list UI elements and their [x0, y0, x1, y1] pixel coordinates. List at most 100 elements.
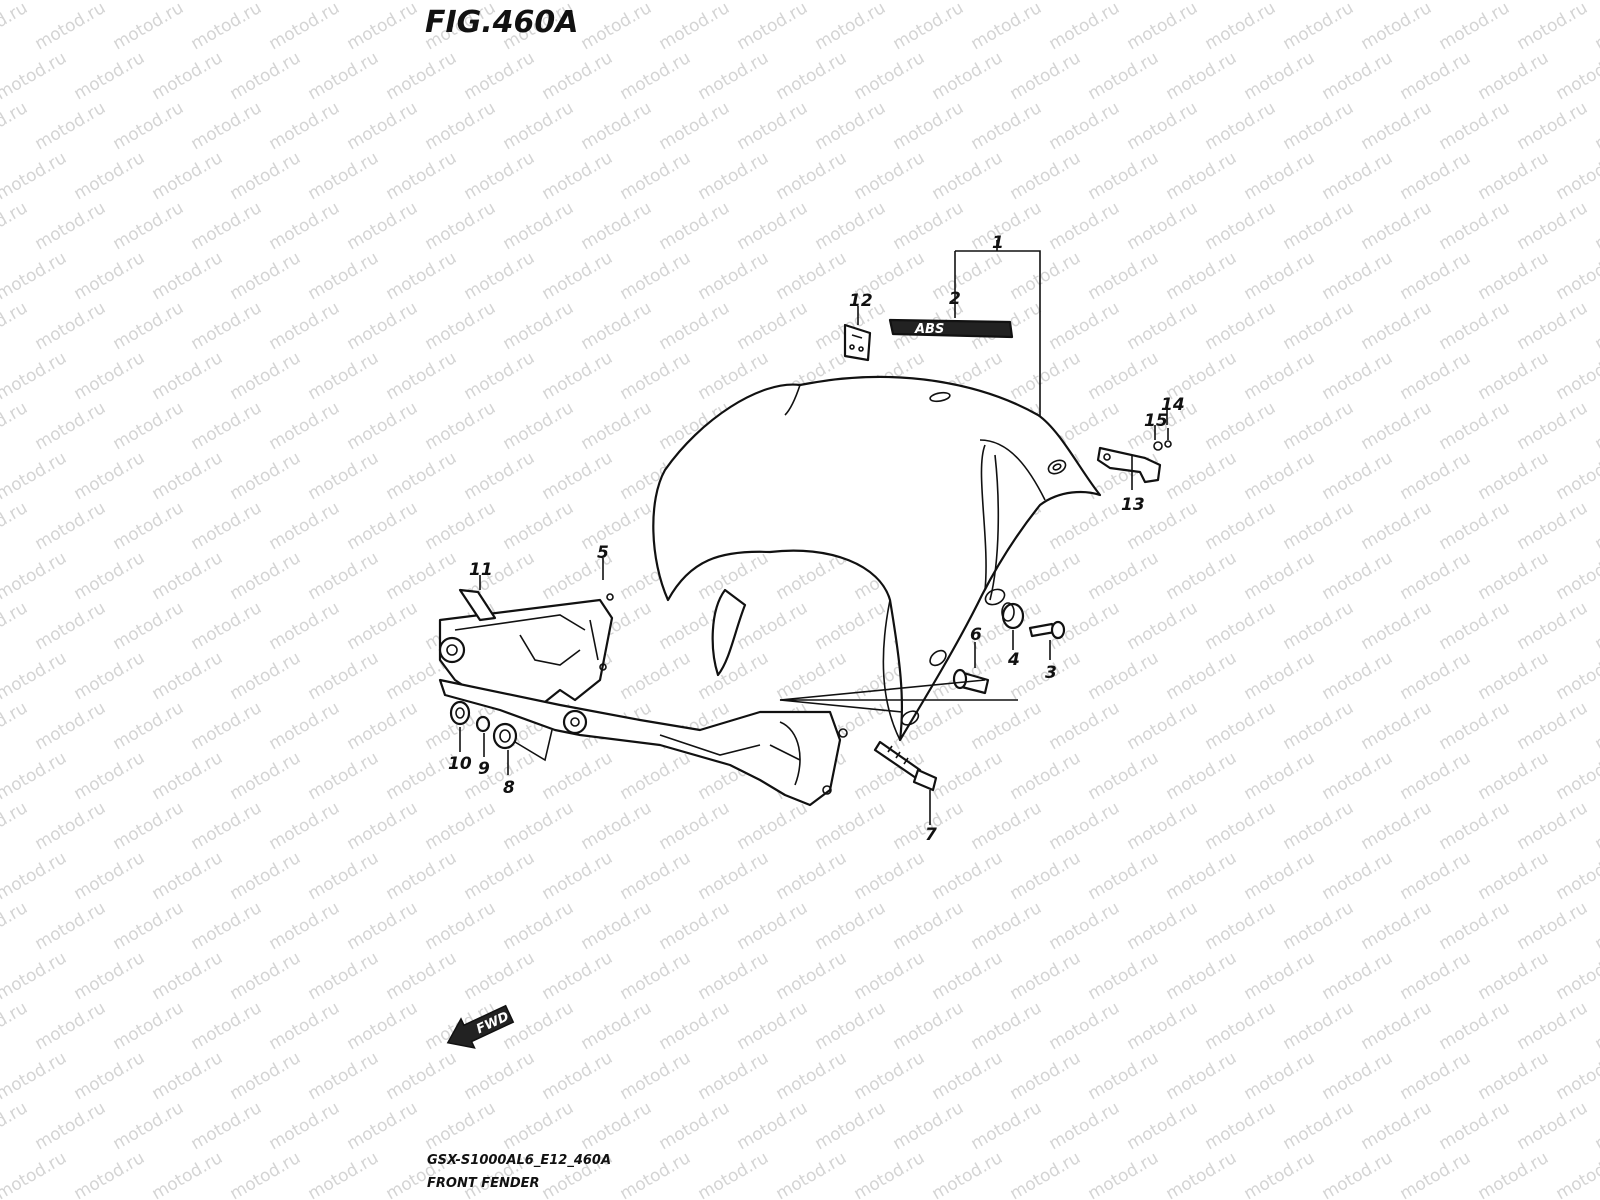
watermark-text: motod.ru: [812, 0, 890, 54]
watermark-text: motod.ru: [851, 1148, 929, 1200]
watermark-text: motod.ru: [734, 198, 812, 254]
callout-6: 6: [970, 625, 982, 645]
watermark-text: motod.ru: [773, 948, 851, 1004]
watermark-text: motod.ru: [1553, 1048, 1600, 1104]
watermark-text: motod.ru: [1436, 98, 1514, 154]
watermark-text: motod.ru: [1514, 298, 1592, 354]
watermark-text: motod.ru: [32, 1098, 110, 1154]
watermark-text: motod.ru: [1592, 1098, 1600, 1154]
watermark-text: motod.ru: [110, 598, 188, 654]
watermark-text: motod.ru: [500, 998, 578, 1054]
watermark-text: motod.ru: [0, 898, 31, 954]
watermark-text: motod.ru: [383, 48, 461, 104]
watermark-text: motod.ru: [1358, 598, 1436, 654]
watermark-text: motod.ru: [1007, 248, 1085, 304]
watermark-text: motod.ru: [71, 48, 149, 104]
watermark-text: motod.ru: [149, 1048, 227, 1104]
watermark-text: motod.ru: [1436, 898, 1514, 954]
watermark-text: motod.ru: [344, 498, 422, 554]
watermark-text: motod.ru: [1280, 198, 1358, 254]
watermark-text: motod.ru: [617, 48, 695, 104]
watermark-text: motod.ru: [1397, 348, 1475, 404]
watermark-text: motod.ru: [383, 448, 461, 504]
watermark-text: motod.ru: [0, 48, 70, 104]
watermark-text: motod.ru: [1475, 848, 1553, 904]
watermark-text: motod.ru: [149, 0, 227, 4]
watermark-text: motod.ru: [1514, 798, 1592, 854]
watermark-text: motod.ru: [227, 0, 305, 4]
watermark-text: motod.ru: [617, 248, 695, 304]
watermark-text: motod.ru: [1553, 48, 1600, 104]
watermark-text: motod.ru: [188, 298, 266, 354]
watermark-text: motod.ru: [0, 298, 31, 354]
watermark-text: motod.ru: [1046, 1098, 1124, 1154]
watermark-text: motod.ru: [1319, 1048, 1397, 1104]
watermark-text: motod.ru: [1202, 398, 1280, 454]
watermark-text: motod.ru: [812, 98, 890, 154]
watermark-text: motod.ru: [188, 898, 266, 954]
watermark-text: motod.ru: [0, 848, 70, 904]
watermark-text: motod.ru: [422, 398, 500, 454]
watermark-text: motod.ru: [929, 948, 1007, 1004]
watermark-text: motod.ru: [422, 198, 500, 254]
watermark-text: motod.ru: [968, 0, 1046, 54]
watermark-text: motod.ru: [1163, 1048, 1241, 1104]
watermark-text: motod.ru: [422, 1098, 500, 1154]
watermark-text: motod.ru: [1280, 398, 1358, 454]
watermark-text: motod.ru: [1280, 1098, 1358, 1154]
watermark-text: motod.ru: [1397, 448, 1475, 504]
watermark-text: motod.ru: [1397, 948, 1475, 1004]
watermark-text: motod.ru: [656, 0, 734, 54]
watermark-text: motod.ru: [1085, 148, 1163, 204]
watermark-text: motod.ru: [0, 398, 31, 454]
watermark-text: motod.ru: [110, 298, 188, 354]
watermark-text: motod.ru: [188, 398, 266, 454]
watermark-text: motod.ru: [1514, 1098, 1592, 1154]
watermark-text: motod.ru: [1319, 648, 1397, 704]
watermark-text: motod.ru: [1007, 548, 1085, 604]
watermark-text: motod.ru: [383, 0, 461, 4]
watermark-text: motod.ru: [0, 148, 70, 204]
watermark-text: motod.ru: [266, 498, 344, 554]
watermark-text: motod.ru: [500, 298, 578, 354]
watermark-text: motod.ru: [1397, 248, 1475, 304]
watermark-text: motod.ru: [305, 0, 383, 4]
watermark-text: motod.ru: [617, 748, 695, 804]
watermark-text: motod.ru: [539, 148, 617, 204]
watermark-text: motod.ru: [1436, 1098, 1514, 1154]
part-13-bracket: [1096, 446, 1162, 484]
watermark-text: motod.ru: [1397, 0, 1475, 4]
watermark-text: motod.ru: [968, 798, 1046, 854]
watermark-text: motod.ru: [578, 298, 656, 354]
watermark-text: motod.ru: [1085, 1048, 1163, 1104]
watermark-text: motod.ru: [305, 448, 383, 504]
watermark-text: motod.ru: [305, 248, 383, 304]
watermark-text: motod.ru: [1358, 1098, 1436, 1154]
watermark-text: motod.ru: [1241, 548, 1319, 604]
watermark-text: motod.ru: [1514, 998, 1592, 1054]
watermark-text: motod.ru: [422, 898, 500, 954]
watermark-text: motod.ru: [1046, 0, 1124, 54]
watermark-text: motod.ru: [266, 598, 344, 654]
watermark-text: motod.ru: [890, 1098, 968, 1154]
watermark-text: motod.ru: [656, 898, 734, 954]
watermark-text: motod.ru: [851, 148, 929, 204]
watermark-text: motod.ru: [1241, 648, 1319, 704]
watermark-text: motod.ru: [1124, 0, 1202, 54]
watermark-text: motod.ru: [266, 998, 344, 1054]
watermark-text: motod.ru: [539, 348, 617, 404]
watermark-text: motod.ru: [110, 798, 188, 854]
watermark-text: motod.ru: [812, 898, 890, 954]
watermark-text: motod.ru: [500, 898, 578, 954]
watermark-text: motod.ru: [929, 248, 1007, 304]
watermark-text: motod.ru: [539, 0, 617, 4]
watermark-text: motod.ru: [539, 48, 617, 104]
watermark-text: motod.ru: [578, 498, 656, 554]
watermark-text: motod.ru: [1280, 0, 1358, 54]
watermark-text: motod.ru: [32, 198, 110, 254]
watermark-text: motod.ru: [500, 198, 578, 254]
watermark-text: motod.ru: [1085, 948, 1163, 1004]
watermark-text: motod.ru: [812, 1098, 890, 1154]
watermark-text: motod.ru: [305, 648, 383, 704]
callout-1: 1: [992, 233, 1004, 253]
